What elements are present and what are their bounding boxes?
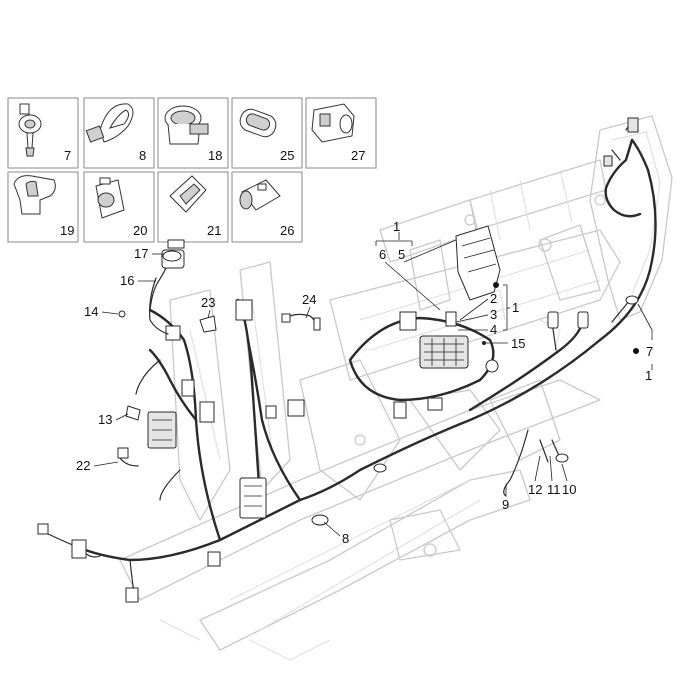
wiring-harness xyxy=(37,117,657,603)
connector xyxy=(165,325,181,341)
inset-box-25: 25 xyxy=(231,97,303,169)
relay xyxy=(445,311,457,327)
ignition-cap xyxy=(167,239,185,249)
connector xyxy=(71,539,87,559)
callout-13: 13 xyxy=(98,412,112,427)
inset-label: 21 xyxy=(207,223,221,238)
callouts: 1 6 5 2 3 4 1 15 7 1 17 16 14 xyxy=(76,219,653,546)
connector xyxy=(393,401,407,419)
inset-box-26: 26 xyxy=(231,171,303,243)
bullet-dot xyxy=(633,348,639,354)
ring-terminal xyxy=(555,453,569,463)
callout-1-bottom: 1 xyxy=(645,368,652,383)
inset-box-21: 21 xyxy=(157,171,229,243)
strap-clamp-icon xyxy=(164,105,209,145)
callout-23: 23 xyxy=(201,295,215,310)
connector xyxy=(235,299,253,321)
clip xyxy=(125,405,141,421)
plug-connector-icon xyxy=(239,179,281,211)
inset-label: 27 xyxy=(351,148,365,163)
connector xyxy=(37,523,49,535)
callout-16: 16 xyxy=(120,273,134,288)
cable-tie-icon xyxy=(85,103,134,143)
inset-label: 26 xyxy=(280,223,294,238)
block-clip-icon xyxy=(169,175,207,213)
callout-6: 6 xyxy=(379,247,386,262)
connector xyxy=(313,317,321,331)
connector xyxy=(287,399,305,417)
connector xyxy=(281,313,291,323)
callout-9: 9 xyxy=(502,497,509,512)
inset-box-20: 20 xyxy=(83,171,155,243)
connector xyxy=(207,551,221,567)
callout-2: 2 xyxy=(490,291,497,306)
headstock-connector xyxy=(627,117,639,133)
callout-3: 3 xyxy=(490,307,497,322)
inset-label: 7 xyxy=(64,148,71,163)
grommet-icon xyxy=(239,108,277,138)
callout-1-right: 1 xyxy=(512,300,519,315)
inset-box-18: 18 xyxy=(157,97,229,169)
inset-label: 25 xyxy=(280,148,294,163)
connector-cap-icon xyxy=(311,103,355,143)
bracket xyxy=(199,315,217,333)
cable-tie xyxy=(373,463,387,473)
inset-label: 19 xyxy=(60,223,74,238)
inset-box-8: 8 xyxy=(83,97,155,169)
connector xyxy=(199,401,215,423)
callout-11: 11 xyxy=(547,482,561,497)
connector-block xyxy=(239,477,267,519)
callout-24: 24 xyxy=(302,292,316,307)
headstock-connector xyxy=(603,155,613,167)
inset-label: 8 xyxy=(139,148,146,163)
connector xyxy=(427,397,443,411)
ignition-ring xyxy=(162,250,182,262)
cable-clip-icon xyxy=(13,175,56,215)
connector xyxy=(577,311,589,329)
callout-22: 22 xyxy=(76,458,90,473)
inset-box-19: 19 xyxy=(7,171,79,243)
inset-label: 18 xyxy=(208,148,222,163)
callout-10: 10 xyxy=(562,482,576,497)
screw xyxy=(118,310,126,318)
callout-4: 4 xyxy=(490,322,497,337)
mount-bracket-icon xyxy=(95,177,125,219)
inset-box-7: 7 xyxy=(7,97,79,169)
clip-icon xyxy=(18,103,42,157)
inset-label: 20 xyxy=(133,223,147,238)
connector xyxy=(117,447,129,459)
callout-5: 5 xyxy=(398,247,405,262)
inset-box-27: 27 xyxy=(305,97,377,169)
scooter-frame xyxy=(119,115,673,661)
callout-7: 7 xyxy=(646,344,653,359)
callout-8: 8 xyxy=(342,531,349,546)
ground-lead xyxy=(119,457,139,467)
connector xyxy=(265,405,277,419)
connector xyxy=(181,379,195,397)
callout-14: 14 xyxy=(84,304,98,319)
connector xyxy=(547,311,559,329)
screw-dot xyxy=(482,341,486,345)
callout-12: 12 xyxy=(528,482,542,497)
bullet-dot xyxy=(493,282,499,288)
connector xyxy=(125,587,139,603)
callout-17: 17 xyxy=(134,246,148,261)
connector xyxy=(485,359,499,373)
relay xyxy=(399,311,417,331)
callout-1-top: 1 xyxy=(393,219,400,234)
cable-tie xyxy=(625,295,639,305)
callout-15: 15 xyxy=(511,336,525,351)
